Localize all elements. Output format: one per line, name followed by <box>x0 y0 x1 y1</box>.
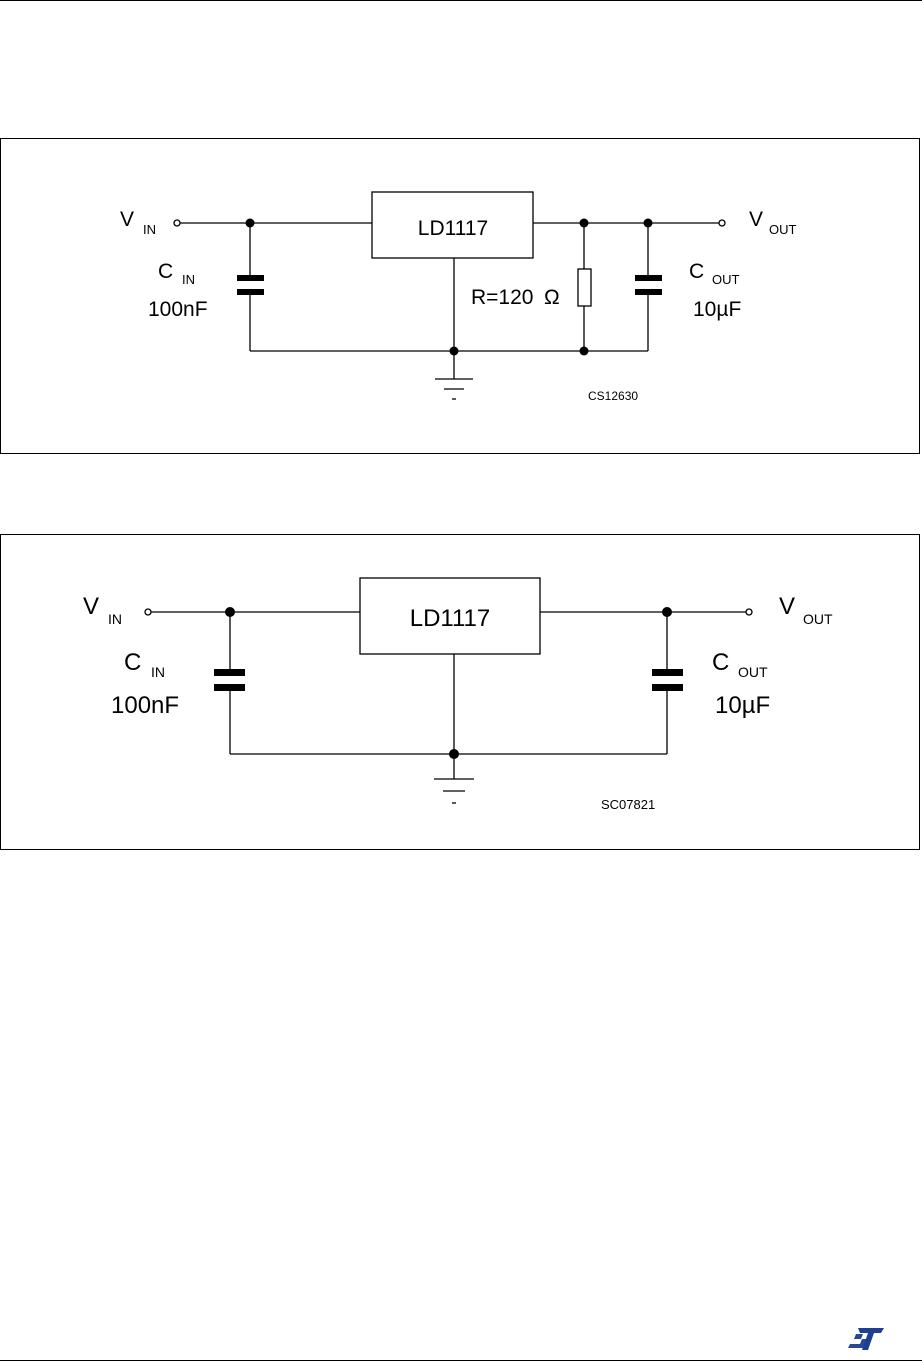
cout-plate-top <box>652 669 683 676</box>
diagram-ref-code: SC07821 <box>601 797 655 812</box>
st-logo-icon <box>848 1326 886 1357</box>
cout-sub: OUT <box>712 272 740 287</box>
vout-sub: OUT <box>803 611 833 627</box>
ic-block <box>359 577 541 655</box>
vout-terminal <box>718 219 726 227</box>
vout-terminal <box>745 608 753 616</box>
vin-sub: IN <box>108 611 122 627</box>
cout-sub: OUT <box>738 664 768 680</box>
junction-dot <box>449 749 459 759</box>
cin-plate-top <box>214 669 245 676</box>
junction-dot <box>579 346 589 356</box>
junction-dot <box>449 346 459 356</box>
diagram-ref-code: CS12630 <box>588 389 638 403</box>
resistor-symbol <box>577 268 592 307</box>
cin-sub: IN <box>151 664 165 680</box>
junction-dot <box>225 607 235 617</box>
resistor-label: R=120 <box>471 286 533 309</box>
vout-label: V <box>779 593 795 620</box>
cout-label: C <box>689 260 704 283</box>
vin-terminal <box>144 608 152 616</box>
vin-terminal <box>173 219 181 227</box>
resistor-unit: Ω <box>544 286 560 309</box>
circuit-svg-1: LD1117 V IN V OUT C IN 100nF C OUT 10µF … <box>120 191 797 403</box>
vin-sub: IN <box>143 222 156 237</box>
cin-plate-bottom <box>214 684 245 691</box>
circuit-diagram-2: LD1117 V IN V OUT C IN 100nF C OUT 10µF … <box>0 534 920 850</box>
junction-dot <box>579 218 589 228</box>
cout-plate-top <box>635 275 662 281</box>
junction-dot <box>643 218 653 228</box>
footer-rule <box>0 1360 922 1361</box>
circuit-svg-2: LD1117 V IN V OUT C IN 100nF C OUT 10µF … <box>83 577 833 812</box>
junction-dot <box>662 607 672 617</box>
cout-label: C <box>712 649 729 676</box>
ic-label: LD1117 <box>418 217 488 240</box>
cout-value: 10µF <box>715 692 770 719</box>
cin-label: C <box>124 649 141 676</box>
cin-label: C <box>158 260 173 283</box>
header-rule <box>0 0 922 1</box>
cout-plate-bottom <box>652 684 683 691</box>
ic-label: LD1117 <box>410 605 491 632</box>
vout-label: V <box>749 208 763 231</box>
cin-plate-top <box>237 275 264 281</box>
cin-value: 100nF <box>148 298 208 321</box>
vout-sub: OUT <box>769 222 797 237</box>
junction-dot <box>245 218 255 228</box>
vin-label: V <box>83 593 99 620</box>
cin-sub: IN <box>182 272 195 287</box>
vin-label: V <box>120 208 134 231</box>
cin-value: 100nF <box>111 692 179 719</box>
circuit-diagram-1: LD1117 V IN V OUT C IN 100nF C OUT 10µF … <box>0 138 920 454</box>
cin-plate-bottom <box>237 289 264 295</box>
cout-plate-bottom <box>635 289 662 295</box>
ic-block <box>371 191 534 259</box>
cout-value: 10µF <box>693 298 741 321</box>
